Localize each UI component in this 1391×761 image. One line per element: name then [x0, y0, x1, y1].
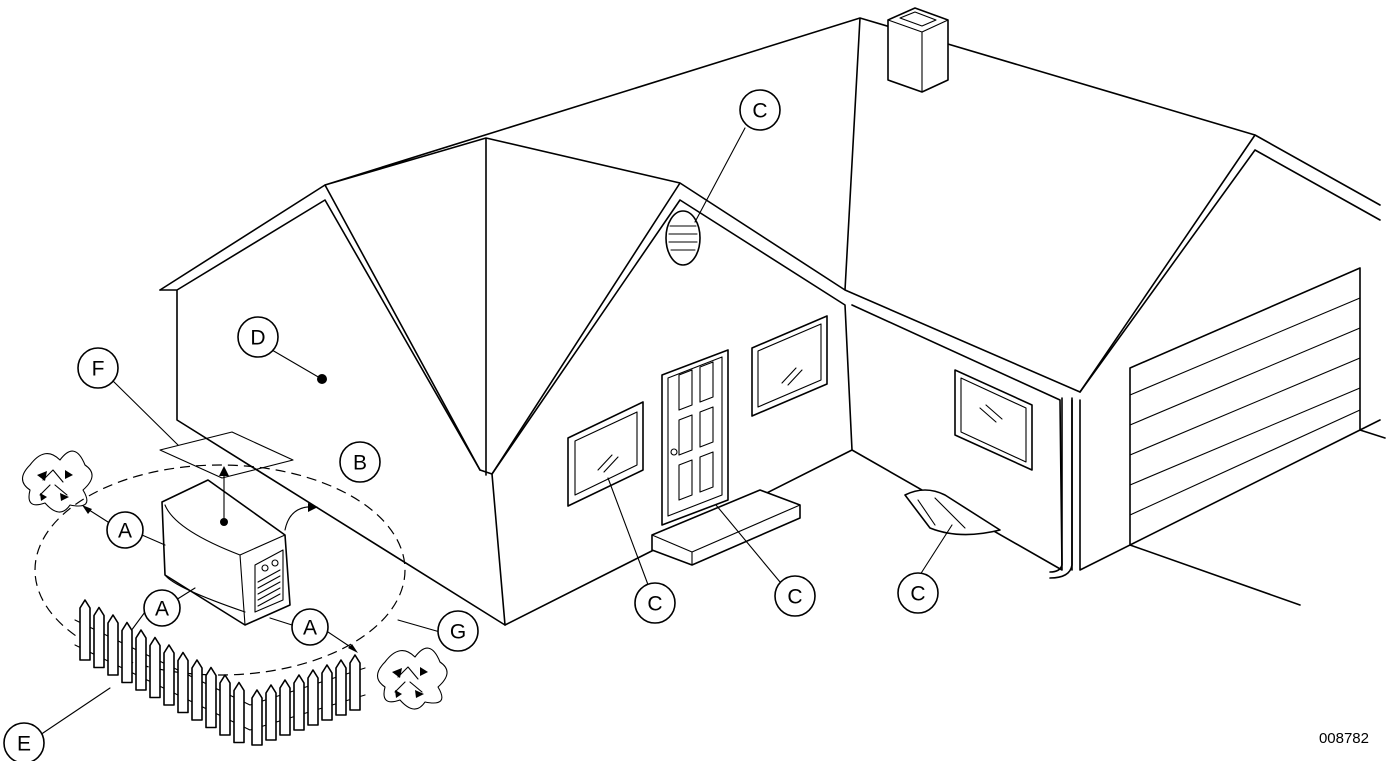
svg-text:G: G	[450, 621, 466, 644]
callout-b: B	[339, 441, 381, 483]
svg-text:A: A	[118, 520, 132, 543]
wall-point	[317, 374, 327, 384]
fence-pickets	[79, 599, 361, 746]
callout-c-window: C	[634, 582, 676, 624]
svg-text:A: A	[155, 598, 169, 621]
svg-text:A: A	[303, 617, 317, 640]
fence-picket	[79, 599, 91, 661]
fence-picket	[191, 659, 203, 721]
fence-picket	[293, 674, 305, 731]
clearance-zone	[34, 464, 406, 676]
fence-picket	[307, 669, 319, 726]
fence-picket	[149, 636, 161, 699]
svg-text:C: C	[752, 100, 767, 123]
fence-picket	[177, 651, 189, 714]
fence-picket	[335, 659, 347, 716]
window-right-front	[751, 315, 828, 417]
svg-text:C: C	[787, 586, 802, 609]
fence-picket	[321, 664, 333, 721]
fence	[74, 599, 366, 746]
house	[159, 7, 1386, 626]
callout-d: D	[237, 316, 279, 358]
svg-text:D: D	[250, 327, 265, 350]
figure-id: 008782	[1318, 730, 1369, 747]
svg-text:C: C	[647, 593, 662, 616]
callout-a-left: A	[106, 511, 144, 549]
callout-a-front: A	[143, 589, 181, 627]
overhead-clearance-plane	[159, 431, 294, 479]
callout-g: G	[437, 610, 479, 652]
gable-vent	[665, 210, 701, 266]
front-gable-wall	[491, 199, 853, 626]
fence-picket	[279, 679, 291, 736]
fence-picket	[251, 689, 263, 746]
roof-outline	[159, 17, 1381, 476]
downspout	[1049, 397, 1073, 579]
door-step	[651, 489, 801, 566]
callout-e: E	[3, 722, 45, 761]
callout-c-door: C	[774, 575, 816, 617]
window-left-front	[567, 401, 644, 507]
svg-text:F: F	[92, 358, 105, 381]
garage-wall	[1079, 267, 1381, 571]
generator-area	[34, 379, 441, 736]
callout-c-vent: C	[739, 89, 781, 131]
garage-door-panels	[1129, 297, 1361, 516]
fence-picket	[163, 644, 175, 706]
chimney	[887, 7, 949, 93]
shrub-right	[376, 647, 448, 710]
fence-picket	[349, 654, 361, 711]
svg-text:B: B	[353, 452, 367, 475]
window-well	[904, 489, 1001, 536]
left-gable-wall	[159, 199, 506, 626]
svg-text:C: C	[910, 583, 925, 606]
fence-picket	[233, 681, 245, 744]
fence-picket	[93, 606, 105, 669]
ground-lines	[1129, 429, 1386, 606]
callout-f: F	[77, 347, 119, 389]
fence-picket	[265, 684, 277, 741]
fence-picket	[107, 614, 119, 676]
generator	[161, 479, 291, 626]
shrub-left	[21, 450, 93, 513]
fence-picket	[205, 666, 217, 729]
generator-vents	[257, 569, 281, 607]
fence-picket	[135, 629, 147, 691]
callout-c-well: C	[897, 572, 939, 614]
fence-picket	[121, 621, 133, 684]
callout-a-right: A	[291, 608, 329, 646]
svg-text:E: E	[17, 733, 31, 756]
fence-picket	[219, 674, 231, 736]
